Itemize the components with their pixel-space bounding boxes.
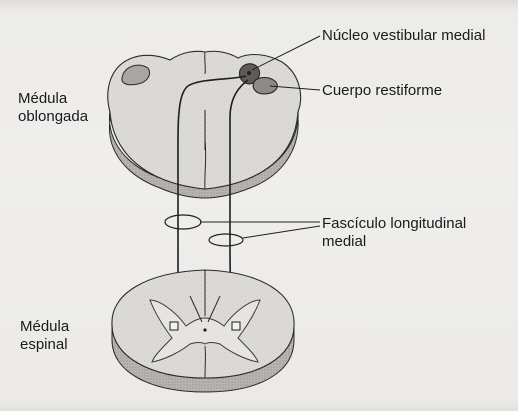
restiform-body-label: Cuerpo restiforme [322,82,443,99]
medulla-cross-section [107,50,302,190]
mlf-label: Fascículo longitudinal medial [322,215,466,251]
fiber-termination-left [169,321,179,331]
spinal-cord-label: Médula espinal [20,318,69,354]
mlf-label-line2: medial [322,233,367,250]
leader-lines [200,35,321,239]
top-edge [0,0,518,12]
vestibular-nucleus-label: Núcleo vestibular medial [322,27,486,44]
leader-restiform [269,85,321,91]
central-canal [203,328,207,332]
leader-mlf-right [242,225,321,239]
mlf-oval-left [164,214,202,230]
spinal-cord-label-line2: espinal [20,336,68,353]
bottom-edge [0,398,518,411]
spinal-cord-label-line1: Médula [20,318,70,335]
fiber-termination-right [231,321,241,331]
spinal-inner-lines [189,295,221,323]
spinal-cord-section [111,269,295,393]
medulla-oblongata-label-line1: Médula [18,90,68,107]
restiform-body [252,77,278,95]
medulla-oblongata-label: Médula oblongada [18,90,88,126]
mlf-label-line1: Fascículo longitudinal [322,215,467,232]
leader-nucleus [251,35,321,71]
nucleus-detail [247,71,251,75]
dorsal-median-sulcus [204,51,206,75]
mlf-oval-right [208,233,244,247]
medulla-oblongata-label-line2: oblongada [18,108,89,125]
left-dorsal-column [121,64,151,86]
medulla-oblongata-section [107,50,302,199]
